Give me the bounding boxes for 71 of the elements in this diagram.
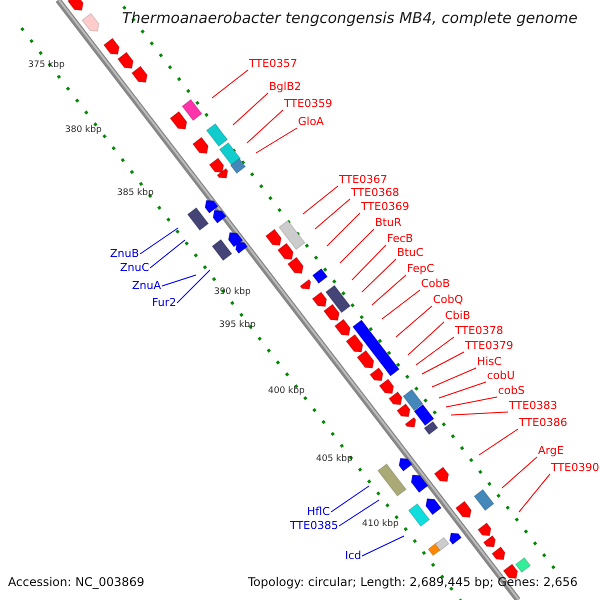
leader-line xyxy=(212,70,248,98)
gene-label: ZnuB xyxy=(110,247,140,260)
gene-label: ZnuC xyxy=(120,261,150,274)
gene-label: HflC xyxy=(307,505,330,518)
gene-label: CobQ xyxy=(433,293,464,306)
leader-line xyxy=(176,270,210,304)
gene-label: cobS xyxy=(498,384,525,397)
gene-label: Icd xyxy=(345,549,362,562)
gene-label: BtuC xyxy=(397,246,424,259)
genome-summary-label: Topology: circular; Length: 2,689,445 bp; Genes: 2,656 xyxy=(248,576,578,589)
gene-label: FepC xyxy=(407,262,434,275)
leader-line xyxy=(450,412,508,416)
gene-label: TTE0378 xyxy=(455,324,504,337)
gene-label: cobU xyxy=(487,369,515,382)
leader-line xyxy=(162,274,196,286)
leader-line xyxy=(340,228,374,264)
gene-label: TTE0367 xyxy=(339,173,388,186)
leader-line xyxy=(150,240,186,268)
scale-label: 385 kbp xyxy=(117,187,154,200)
scale-label: 400 kbp xyxy=(268,385,305,398)
gene-label: Fur2 xyxy=(152,296,176,309)
leader-line xyxy=(502,456,538,488)
leader-line xyxy=(408,322,444,356)
leader-line xyxy=(518,474,550,512)
gene-label: BtuR xyxy=(375,216,402,229)
leader-line xyxy=(246,110,284,144)
gene-label: TTE0383 xyxy=(509,399,558,412)
leader-line xyxy=(256,128,298,154)
leader-line xyxy=(326,212,360,246)
gene-label: BglB2 xyxy=(269,80,302,93)
scale-label: 375 kbp xyxy=(28,59,65,72)
scale-label: 380 kbp xyxy=(65,124,102,137)
gene-label: CobB xyxy=(421,277,450,290)
gene-label: TTE0379 xyxy=(465,339,514,352)
scale-label: 410 kbp xyxy=(362,518,399,531)
leader-line xyxy=(362,258,396,292)
gene-label: HisC xyxy=(477,355,502,368)
leader-line xyxy=(396,306,432,338)
gene-label: TTE0386 xyxy=(519,416,568,429)
leader-line xyxy=(438,382,486,398)
leader-line xyxy=(314,198,350,230)
gene-label: GloA xyxy=(298,115,324,128)
gene-label: TTE0369 xyxy=(361,200,410,213)
gene-label: TTE0359 xyxy=(284,97,332,110)
leader-line xyxy=(302,186,338,214)
leader-line xyxy=(330,486,370,512)
leader-line xyxy=(422,352,464,374)
leader-line xyxy=(432,368,476,388)
scale-label: 405 kbp xyxy=(316,453,353,466)
leader-line xyxy=(372,274,406,306)
leader-line xyxy=(416,336,454,366)
gene-label: ZnuA xyxy=(132,279,162,292)
gene-label: TTE0357 xyxy=(249,57,298,70)
leader-line xyxy=(382,290,420,320)
gene-label: TTE0368 xyxy=(351,186,400,199)
leader-line xyxy=(362,536,404,556)
scale-label: 395 kbp xyxy=(219,319,256,332)
accession-label: Accession: NC_003869 xyxy=(8,576,144,589)
leader-line xyxy=(338,500,380,526)
gene-label: TTE0390 xyxy=(551,461,600,474)
gene-label: ArgE xyxy=(538,444,564,457)
leader-line xyxy=(446,396,498,408)
gene-label: FecB xyxy=(387,232,414,245)
leader-line xyxy=(478,428,518,456)
gene-label: TTE0385 xyxy=(290,519,338,532)
scale-label: 390 kbp xyxy=(214,286,251,299)
leader-line xyxy=(232,92,268,126)
leader-line xyxy=(352,244,386,280)
gene-label: CbiB xyxy=(445,309,470,322)
chart-title: Thermoanaerobacter tengcongensis MB4, complete genome xyxy=(122,9,578,27)
leader-line xyxy=(140,228,178,254)
